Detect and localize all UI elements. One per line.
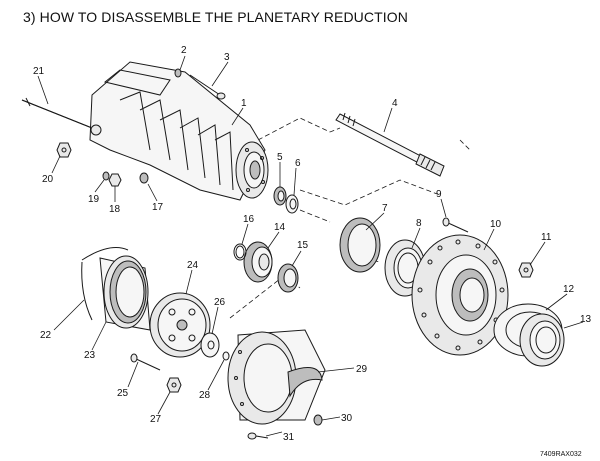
part-1-housing — [89, 61, 269, 201]
part-7-seal — [339, 217, 381, 273]
callout-13: 13 — [580, 314, 592, 325]
part-2-plug — [174, 68, 182, 78]
callout-26: 26 — [214, 297, 226, 308]
callout-11: 11 — [541, 232, 552, 243]
part-29-cover — [227, 329, 326, 425]
part-11-nut — [518, 262, 534, 278]
part-5-ring — [273, 186, 287, 206]
part-26-thrust-washer — [200, 332, 220, 358]
callout-5: 5 — [277, 152, 283, 163]
callout-30: 30 — [341, 413, 353, 424]
callout-12: 12 — [563, 284, 575, 295]
part-24-carrier-gear — [149, 292, 211, 358]
part-6-ring — [285, 194, 299, 214]
callout-16: 16 — [243, 214, 255, 225]
part-10-hub — [411, 234, 509, 356]
part-15-gear — [277, 263, 299, 293]
part-27-nut — [166, 377, 182, 393]
callout-15: 15 — [297, 240, 309, 251]
callout-25: 25 — [117, 388, 129, 399]
callout-8: 8 — [416, 218, 422, 229]
callout-19: 19 — [88, 194, 100, 205]
part-18-nut — [108, 173, 122, 187]
part-20-nut — [56, 142, 72, 158]
callout-31: 31 — [283, 432, 295, 443]
part-14-gear — [243, 241, 273, 283]
callout-17: 17 — [152, 202, 164, 213]
callout-21: 21 — [33, 66, 45, 77]
callout-3: 3 — [224, 52, 230, 63]
callout-23: 23 — [84, 350, 96, 361]
callout-18: 18 — [109, 204, 121, 215]
figure-code: 7409RAX032 — [540, 451, 582, 458]
part-3-bolt — [189, 74, 226, 100]
callout-9: 9 — [436, 189, 442, 200]
callout-6: 6 — [295, 158, 301, 169]
part-23-ring-gear — [99, 255, 151, 331]
callout-27: 27 — [150, 414, 162, 425]
callout-28: 28 — [199, 390, 211, 401]
callout-7: 7 — [382, 203, 388, 214]
callout-1: 1 — [241, 98, 247, 109]
callout-29: 29 — [356, 364, 368, 375]
callout-22: 22 — [40, 330, 52, 341]
part-9-stud — [442, 217, 469, 233]
part-21-drive-shaft — [21, 97, 93, 129]
callout-2: 2 — [181, 45, 187, 56]
part-28-washer — [222, 351, 230, 361]
callout-20: 20 — [42, 174, 54, 185]
part-13-bearing — [519, 313, 565, 367]
callout-4: 4 — [392, 98, 398, 109]
part-22-snap-ring — [81, 247, 129, 321]
part-16-snap-ring — [233, 243, 247, 261]
part-19-washer — [102, 171, 110, 181]
callout-10: 10 — [490, 219, 502, 230]
part-31-screw — [247, 432, 269, 440]
part-4-shaft — [335, 112, 445, 177]
page-title: 3) HOW TO DISASSEMBLE THE PLANETARY REDU… — [23, 9, 408, 25]
callout-labels: 21 2 3 1 4 5 6 7 8 9 10 11 12 13 14 15 1… — [33, 45, 592, 443]
callout-24: 24 — [187, 260, 199, 271]
part-25-bolt — [130, 353, 161, 371]
callout-leaders — [37, 55, 584, 437]
part-17-plug — [139, 172, 149, 184]
callout-14: 14 — [274, 222, 286, 233]
part-30-plug — [313, 414, 323, 426]
